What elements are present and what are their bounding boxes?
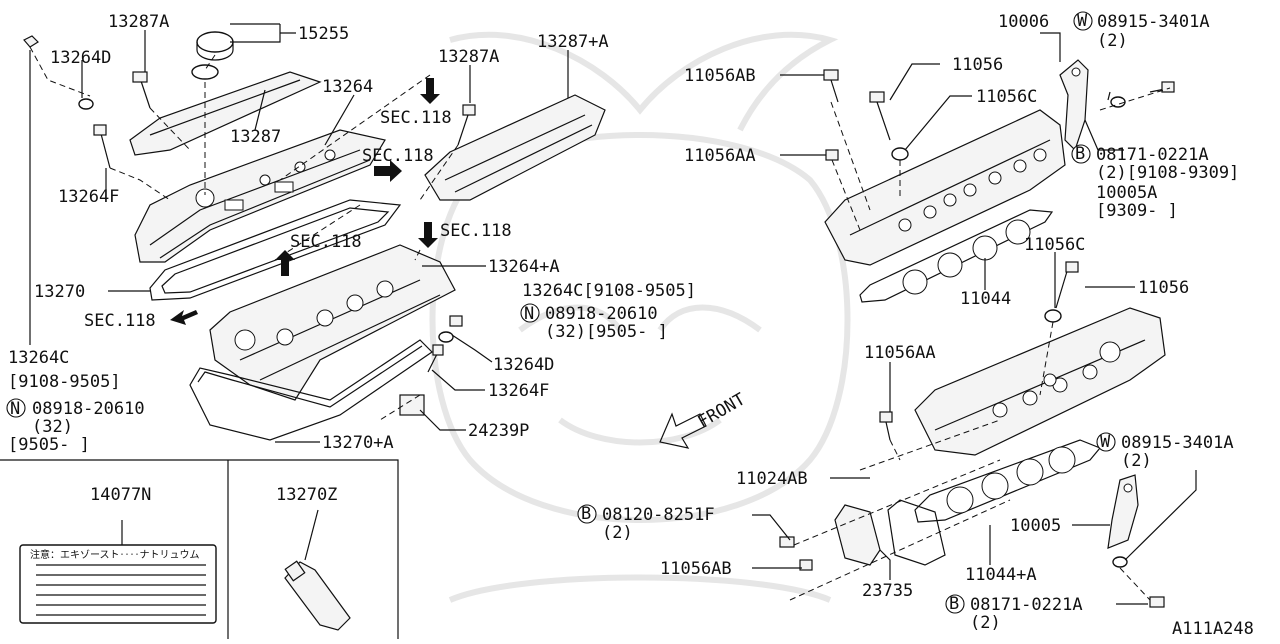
label-sec118-d: SEC.118: [290, 232, 362, 252]
label-13287A-mid: 13287A: [438, 47, 499, 67]
label-14077N: 14077N: [90, 485, 151, 505]
n-letter-mid: N: [524, 304, 534, 324]
gasket-lower: [189, 339, 433, 441]
label-n-left: 08918-20610: [32, 399, 145, 419]
label-24239P: 24239P: [468, 421, 529, 441]
diagram-id: A111A248: [1172, 619, 1254, 639]
w-circle-bot: [1096, 432, 1116, 452]
engine-bracket-lower: [1107, 474, 1139, 549]
b-letter-top: B: [1075, 144, 1085, 164]
label-11056-top: 11056: [952, 55, 1003, 75]
guide-lines-right: [789, 87, 1171, 601]
front-arrow: [659, 412, 707, 449]
sec-arrows: [170, 78, 440, 325]
bolts-right: [779, 69, 1175, 608]
label-front: FRONT: [695, 389, 749, 432]
label-n-left-date: [9505- ]: [8, 435, 90, 455]
rocker-cover-lower: [209, 244, 456, 401]
label-23735: 23735: [862, 581, 913, 601]
gasket-upper: [149, 199, 402, 301]
label-13264C-mid: 13264C[9108-9505]: [522, 281, 696, 301]
n-circle-left: [6, 398, 26, 418]
label-sec118-e: SEC.118: [84, 311, 156, 331]
cam-end-cover: [834, 499, 946, 566]
head-gasket-lower: [914, 439, 1101, 523]
label-w-top-qty: (2): [1097, 31, 1128, 51]
baffle-plate-upper: [129, 71, 322, 156]
label-11056AB-top: 11056AB: [684, 66, 756, 86]
engine-bracket-upper: [1059, 59, 1089, 152]
n-letter-left: N: [10, 399, 20, 419]
label-sec118-a: SEC.118: [380, 108, 452, 128]
b-circle-mid: [577, 504, 597, 524]
label-b-top-qty: (2)[9108-9309]: [1096, 163, 1239, 183]
label-13264D-left: 13264D: [50, 48, 111, 68]
label-13264C-left-date: [9108-9505]: [8, 372, 121, 392]
guide-lines-left: [29, 46, 459, 421]
label-b-top: 08171-0221A: [1096, 145, 1209, 165]
label-w-bot: 08915-3401A: [1121, 433, 1234, 453]
head-gasket-upper: [859, 209, 1054, 303]
label-sec118-c: SEC.118: [440, 221, 512, 241]
label-11044: 11044: [960, 289, 1011, 309]
w-circle-top: [1073, 11, 1093, 31]
b-circle-bot: [945, 594, 965, 614]
b-letter-mid: B: [581, 504, 591, 524]
label-sec118-b: SEC.118: [362, 146, 434, 166]
label-n-mid-qty: (32)[9505- ]: [545, 322, 668, 342]
cylinder-head-lower: [914, 307, 1166, 456]
label-13264D-right: 13264D: [493, 355, 554, 375]
w-letter-bot: W: [1100, 432, 1111, 452]
oil-filler-cap: [191, 31, 234, 80]
label-15255: 15255: [298, 24, 349, 44]
bolts-left: [23, 35, 476, 416]
label-n-left-qty: (32): [32, 417, 73, 437]
label-13264: 13264: [322, 77, 373, 97]
label-10005: 10005: [1010, 516, 1061, 536]
label-13264C-left: 13264C: [8, 348, 69, 368]
baffle-plate-right: [424, 94, 606, 201]
label-n-mid: 08918-20610: [545, 304, 658, 324]
label-sticker-text: 注意：エキゾースト‥‥ナトリュウム: [30, 548, 200, 561]
label-11056C-top: 11056C: [976, 87, 1037, 107]
label-13287: 13287: [230, 127, 281, 147]
label-11044pA: 11044+A: [965, 565, 1037, 585]
label-13264pA: 13264+A: [488, 257, 560, 277]
b-letter-bot: B: [949, 594, 959, 614]
label-13287pA: 13287+A: [537, 32, 609, 52]
label-13264F-left: 13264F: [58, 187, 119, 207]
label-11056AA-mid: 11056AA: [864, 343, 936, 363]
label-11056C-mid: 11056C: [1024, 235, 1085, 255]
label-13270: 13270: [34, 282, 85, 302]
w-letter-top: W: [1077, 11, 1088, 31]
b-circle-top: [1071, 144, 1091, 164]
label-11024AB: 11024AB: [736, 469, 808, 489]
label-10005A: 10005A: [1096, 183, 1157, 203]
label-10005A-date: [9309- ]: [1096, 201, 1178, 221]
rocker-cover-upper: [134, 129, 386, 263]
n-circle-mid: [520, 303, 540, 323]
label-13270Z: 13270Z: [276, 485, 337, 505]
label-b-mid: 08120-8251F: [602, 505, 715, 525]
label-11056AA-top: 11056AA: [684, 146, 756, 166]
label-w-bot-qty: (2): [1121, 451, 1152, 471]
sub-panels: [0, 459, 399, 639]
label-11056AB-bot: 11056AB: [660, 559, 732, 579]
label-11056-mid: 11056: [1138, 278, 1189, 298]
cylinder-head-upper: [824, 109, 1066, 266]
label-b-bot-qty: (2): [970, 613, 1001, 633]
leader-lines: [29, 23, 1197, 605]
label-b-bot: 08171-0221A: [970, 595, 1083, 615]
label-13264F-right: 13264F: [488, 381, 549, 401]
label-w-top: 08915-3401A: [1097, 12, 1210, 32]
label-10006: 10006: [998, 12, 1049, 32]
label-13287A-top: 13287A: [108, 12, 169, 32]
label-13270pA: 13270+A: [322, 433, 394, 453]
label-b-mid-qty: (2): [602, 523, 633, 543]
